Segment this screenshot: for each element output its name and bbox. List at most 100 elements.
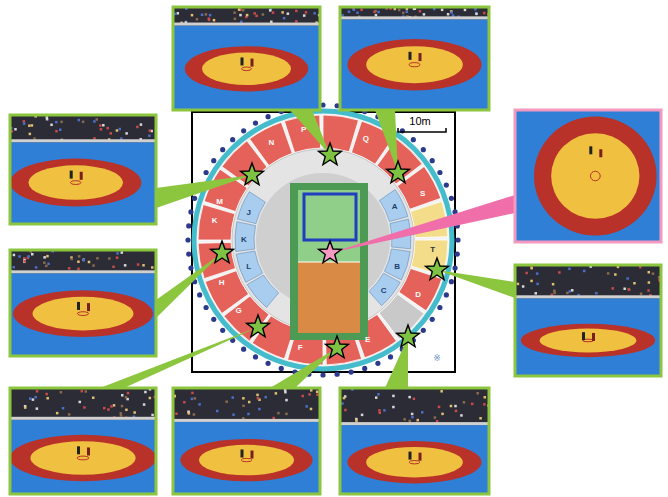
facade-dot — [421, 147, 426, 152]
spectator — [287, 12, 290, 15]
spectator — [483, 12, 486, 15]
spectator — [46, 397, 49, 400]
spectator — [611, 287, 614, 290]
spectator — [295, 10, 298, 13]
spectator — [108, 257, 111, 260]
spectator — [476, 392, 479, 395]
facade-dot — [362, 366, 367, 371]
spectator — [310, 408, 313, 411]
facade-dot — [186, 223, 191, 228]
spectator — [29, 397, 32, 400]
spectator — [121, 394, 124, 397]
spectator — [148, 134, 151, 137]
spectator — [623, 288, 626, 291]
camera-star — [247, 315, 270, 337]
spectator — [110, 405, 113, 408]
spectator — [201, 14, 204, 17]
spectator — [438, 406, 441, 409]
spectator — [405, 11, 408, 14]
venue-photo — [10, 115, 156, 224]
photo-border — [173, 388, 320, 494]
wrestler — [582, 332, 585, 340]
facade-dot — [320, 372, 325, 377]
spectator — [413, 398, 416, 401]
spectator — [112, 266, 115, 269]
venue-photo — [340, 388, 489, 494]
spectator — [273, 417, 276, 420]
spectator — [377, 11, 380, 14]
spectator — [193, 413, 196, 416]
wrestler — [87, 447, 90, 455]
photo-border — [340, 7, 489, 110]
section-letter: C — [381, 287, 387, 295]
photo-barrier — [340, 422, 489, 425]
spectator — [55, 130, 58, 133]
spectator — [140, 123, 143, 126]
spectator — [83, 406, 86, 409]
camera-star — [241, 163, 264, 185]
court-upper — [298, 190, 360, 262]
spectator — [411, 416, 414, 419]
spectator — [301, 395, 304, 398]
callout-wedge — [290, 110, 330, 155]
spectator — [253, 12, 256, 15]
venue-photo — [10, 388, 156, 494]
spectator — [149, 397, 152, 400]
spectator — [208, 19, 211, 22]
spectator — [234, 18, 237, 21]
section-letter: F — [298, 344, 303, 352]
facade-dot — [335, 372, 340, 377]
spectator — [238, 8, 241, 11]
spectator — [35, 266, 38, 269]
spectator — [471, 403, 474, 406]
spectator — [45, 265, 48, 268]
callout-wedge — [437, 270, 515, 298]
spectator — [43, 256, 46, 259]
spectator — [640, 293, 643, 296]
mat-centre — [409, 63, 420, 67]
spectator — [149, 129, 152, 132]
camera-markers — [211, 143, 449, 358]
photo-stands — [340, 7, 489, 19]
spectator — [283, 17, 286, 20]
spectator — [264, 396, 267, 399]
mat-inner — [33, 297, 134, 331]
spectator — [151, 414, 154, 417]
photo-floor — [340, 7, 489, 110]
spectator — [13, 254, 16, 257]
mat-outer — [10, 159, 141, 207]
spectator — [373, 11, 376, 14]
mat-inner — [199, 445, 294, 476]
callout-wedge — [375, 110, 398, 173]
facade-dot — [265, 361, 270, 366]
spectator — [313, 12, 316, 15]
photo-border — [340, 388, 489, 494]
spectator — [103, 407, 106, 410]
wrestler — [599, 149, 602, 157]
spectator — [23, 120, 26, 123]
photo-floor — [173, 7, 320, 110]
callout-wedge — [270, 348, 337, 388]
spectator — [36, 407, 39, 410]
spectator — [62, 407, 65, 410]
photo-barrier — [10, 139, 156, 142]
venue-photo — [173, 388, 320, 494]
facade-dot — [437, 170, 442, 175]
spectator — [441, 413, 444, 416]
spectator — [633, 282, 636, 285]
spectator — [59, 128, 62, 131]
spectator — [102, 124, 105, 127]
spectator — [392, 395, 395, 398]
photo-border — [515, 110, 661, 242]
spectator — [92, 264, 95, 267]
spectator — [464, 9, 467, 12]
spectator — [522, 285, 525, 288]
wrestler — [77, 302, 80, 310]
spectator — [566, 292, 569, 295]
facade-dot — [220, 147, 225, 152]
spectator — [595, 292, 598, 295]
spectator — [31, 253, 33, 256]
spectator — [194, 397, 197, 400]
spectator — [99, 124, 102, 127]
